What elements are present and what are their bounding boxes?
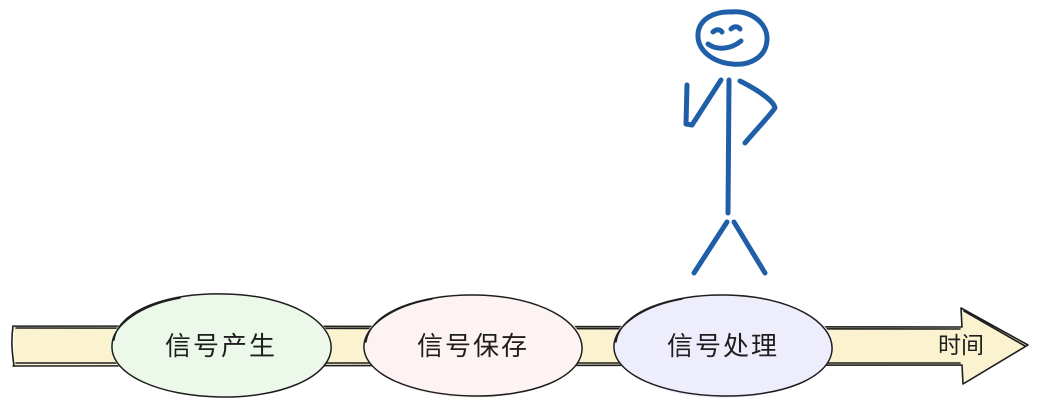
- figure-eye-left: [710, 27, 725, 35]
- axis-label-time: 时间: [938, 333, 984, 359]
- figure-leg-right: [731, 219, 768, 276]
- stage-signal-processing: 信号处理: [613, 294, 833, 398]
- stage-oval: [363, 294, 583, 398]
- stick-figure-icon: [683, 9, 778, 276]
- stage-oval-outline: [363, 294, 583, 397]
- figure-head: [695, 9, 770, 67]
- figure-leg-left: [691, 219, 730, 276]
- stage-oval-outline: [613, 294, 833, 397]
- stage-signal-storage: 信号保存: [363, 294, 583, 398]
- stage-label: 信号保存: [417, 332, 529, 362]
- stage-oval-outline: [111, 293, 332, 398]
- stage-label: 信号处理: [667, 332, 779, 362]
- stage-label: 信号产生: [165, 332, 277, 362]
- figure-body: [725, 77, 732, 216]
- figure-arm-left: [683, 77, 724, 128]
- stage-oval: [613, 294, 833, 398]
- figure-arm-right: [737, 78, 778, 146]
- stage-signal-generation: 信号产生: [110, 293, 332, 398]
- figure-mouth: [705, 38, 744, 51]
- stage-oval: [110, 294, 332, 398]
- figure-eye-right: [728, 24, 743, 32]
